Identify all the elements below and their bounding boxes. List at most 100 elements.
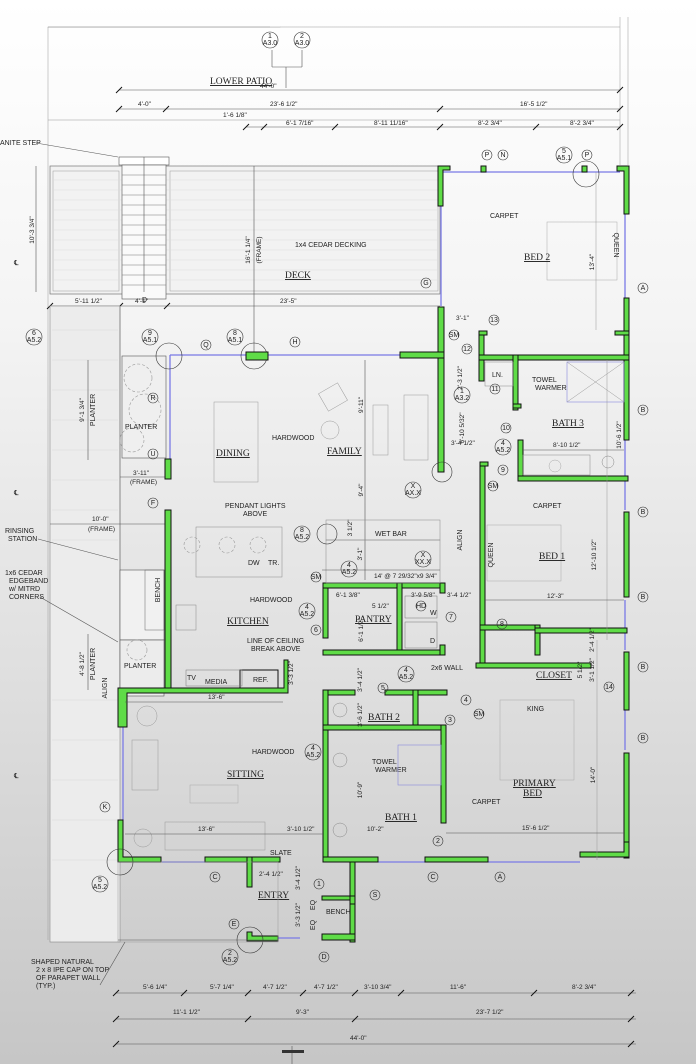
dim-bar-b: 3'-1" — [357, 547, 364, 561]
detail-4-sheet-5: A5.2 — [306, 752, 321, 759]
dim-primary-w: 15'-6 1/2" — [522, 825, 550, 832]
deck-area: D ANITE STEP 10'-3 3/4" ℄ 1x4 CEDAR DECK… — [0, 140, 441, 355]
tag-F: F — [151, 500, 155, 507]
planter-top: PLANTER 9'-1 3/4" PLANTER 3'-11" (FRAME)… — [5, 355, 170, 643]
detail-4-num-5: 4 — [311, 745, 315, 752]
tag-14: 14 — [605, 684, 613, 691]
dim-bot2-c: 23'-7 1/2" — [476, 1009, 504, 1016]
note-ipe-4: (TYP.) — [36, 983, 55, 990]
bed2-room: CARPET BED 2 QUEEN 13'-4" 3'-1" — [456, 172, 619, 330]
dim-bath1-w: 10'-2" — [367, 826, 384, 833]
note-dryer: D — [430, 638, 435, 645]
detail-x-num: X — [411, 483, 416, 490]
tag-N: N — [500, 152, 505, 159]
dim-bed2-w: 3'-1" — [456, 315, 470, 322]
dim-family-v2: 9'-4" — [358, 483, 365, 497]
tag-7: 7 — [449, 614, 453, 621]
detail-5b-num: 5 — [98, 877, 102, 884]
centerline-mark-3: ℄ — [13, 773, 19, 780]
tag-C-2: C — [430, 874, 435, 881]
dim-bath3-w: 8'-10 1/2" — [553, 442, 581, 449]
tag-U: U — [150, 451, 155, 458]
room-label-bath2: BATH 2 — [368, 713, 400, 723]
section-markers: 1 A3.0 2 A3.0 — [261, 31, 311, 88]
dim-top-f: 8'-11 11/16" — [374, 120, 408, 127]
entry-room: SLATE 2'-4 1/2" ENTRY 3'-4 1/2" 3'-3 1/2… — [117, 850, 351, 943]
note-2x6-wall: 2x6 WALL — [431, 665, 463, 672]
dim-hall-v2: 6'-10 5/32" — [459, 412, 466, 444]
dim-entry-b: 3'-4 1/2" — [295, 865, 302, 889]
tag-13: 13 — [490, 317, 498, 324]
bath1-room: TOWEL WARMER 4A5.2 10'-9" BATH 1 10'-2" — [304, 743, 442, 838]
dim-entry-a: 2'-4 1/2" — [259, 871, 283, 878]
room-label-pantry: PANTRY — [355, 615, 392, 625]
detail-5-num: 5 — [562, 148, 566, 155]
note-planter-2: PLANTER — [124, 663, 156, 670]
detail-1-sheet: A3.2 — [455, 395, 470, 402]
tag-SM-2: SM — [488, 483, 499, 490]
dim-bot-c: 4'-7 1/2" — [263, 984, 287, 991]
bed1-room: CARPET QUEEN BED 1 12'-10 1/2" 12'-3" 8 — [485, 503, 624, 630]
bath3-room: LN. TOWEL WARMER BATH 3 8'-10 1/2" 10'-6… — [484, 360, 625, 640]
detail-4-num-3: 4 — [305, 604, 309, 611]
tag-SM-1: SM — [449, 332, 460, 339]
dim-bar-a: 3 1/2" — [347, 519, 354, 536]
stair-direction-label: D — [142, 297, 147, 304]
section-marker-2-num: 2 — [300, 33, 304, 40]
dim-planter-vertical: 9'-1 3/4" — [79, 397, 86, 421]
note-rinsing-2: STATION — [8, 536, 37, 543]
tag-G: G — [423, 280, 428, 287]
grid-tags: P N 5A5.1 P G A 9A5.1 Q 8A5.1 H R U F B … — [91, 146, 649, 966]
room-label-primary-2: BED — [523, 789, 542, 799]
primary-bed-room: KING 14'-0" PRIMARY BED CARPET 15'-6 1/2… — [432, 640, 624, 860]
note-cedar-edge-2: EDGEBAND — [9, 578, 48, 585]
dim-top-e: 6'-1 7/16" — [286, 120, 314, 127]
dim-bot-b: 5'-7 1/4" — [210, 984, 234, 991]
sitting-room: TV MEDIA 13'-6" HARDWOOD SITTING 13'-6" … — [125, 669, 323, 851]
dim-patio-h: 10'-0" — [92, 516, 109, 523]
dim-bot-e: 3'-10 3/4" — [364, 984, 392, 991]
dim-deck-height: 10'-3 3/4" — [29, 216, 36, 244]
tag-2: 2 — [436, 838, 440, 845]
dim-sitting-w: 13'-6" — [198, 826, 215, 833]
dim-bot2-a: 11'-1 1/2" — [173, 1009, 201, 1016]
note-linen: LN. — [492, 372, 503, 379]
section-marker-1-num: 1 — [268, 33, 272, 40]
note-ipe-3: OF PARAPET WALL — [36, 975, 101, 982]
tag-Q: Q — [203, 342, 209, 349]
tag-12: 12 — [463, 346, 471, 353]
note-dw: DW — [248, 560, 260, 567]
note-hardwood-2: HARDWOOD — [250, 597, 292, 604]
dim-bot-g: 8'-2 3/4" — [572, 984, 596, 991]
room-label-sitting: SITTING — [227, 770, 264, 780]
detail-4-sheet-1: A5.2 — [496, 447, 511, 454]
note-hardwood-3: HARDWOOD — [252, 749, 294, 756]
tag-A-1: A — [641, 285, 646, 292]
tag-A-2: A — [498, 874, 503, 881]
hallway: SM 13 12 11 10 4A5.2 9 SM 2'-3 1/2" 6'-1… — [448, 314, 512, 492]
tag-H: H — [292, 339, 297, 346]
note-queen-bed1: QUEEN — [488, 543, 495, 568]
dim-top-d: 1'-6 1/8" — [223, 112, 247, 119]
dim-closet-a: 5 1/2" — [577, 661, 584, 678]
note-wet-bar: WET BAR — [375, 531, 407, 538]
dim-top-b: 23'-6 1/2" — [270, 101, 298, 108]
note-ipe-2: 2 x 8 IPE CAP ON TOP — [36, 967, 109, 974]
dim-top-c: 16'-5 1/2" — [520, 101, 548, 108]
room-label-bed1: BED 1 — [539, 552, 565, 562]
note-frame-2: (FRAME) — [88, 526, 115, 533]
dim-bot-overall: 44'-0" — [350, 1035, 367, 1042]
dim-primary-v: 14'-0" — [590, 766, 597, 783]
note-granite-step: ANITE STEP — [0, 140, 41, 147]
dim-bot2-b: 9'-3" — [296, 1009, 310, 1016]
dim-entry-c: 3'-3 1/2" — [295, 902, 302, 926]
note-carpet-primary: CARPET — [472, 799, 501, 806]
dim-bot-d: 4'-7 1/2" — [314, 984, 338, 991]
room-label-closet: CLOSET — [536, 671, 572, 681]
note-stair: 14' @ 7 29/32"x9 3/4" — [374, 573, 437, 580]
wet-bar: WET BAR 8A5.2 3 1/2" 3'-1" XXX.X 4A5.2 S… — [293, 519, 441, 584]
tag-B-2: B — [641, 509, 646, 516]
dim-pantry-b: 3'-9 5/8" — [411, 592, 435, 599]
tag-R: R — [150, 395, 155, 402]
